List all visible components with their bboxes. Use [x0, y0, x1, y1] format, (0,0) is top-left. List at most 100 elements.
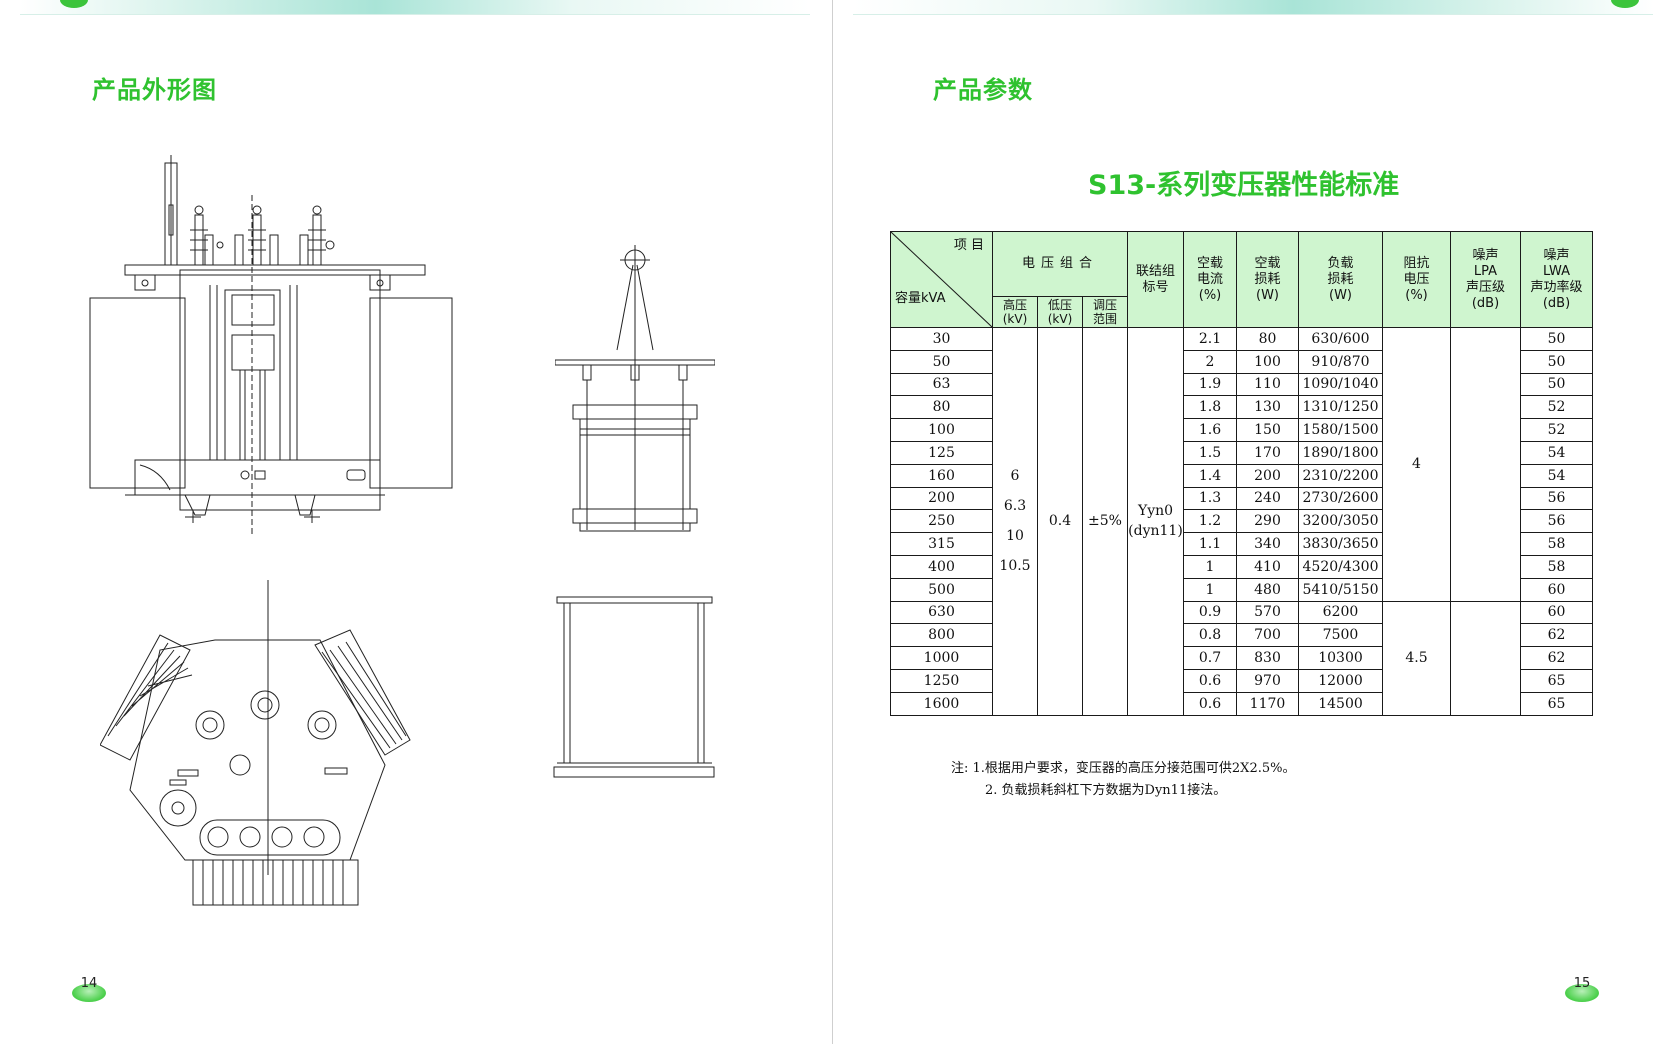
- load-loss-cell: 3200/3050: [1298, 509, 1383, 534]
- transformer-top-view: [100, 580, 411, 906]
- capacity-cell: 630: [890, 600, 993, 625]
- capacity-cell: 500: [890, 577, 993, 602]
- header-hv: 高压 (kV): [992, 296, 1038, 328]
- note-line-1: 注: 1.根据用户要求，变压器的高压分接范围可供2X2.5%。: [951, 761, 1296, 776]
- header-text: 空载: [1254, 255, 1281, 271]
- noload-current-cell: 1.5: [1183, 440, 1237, 465]
- header-text: 电压: [1403, 271, 1430, 287]
- header-noload-current: 空载 电流 (%): [1183, 231, 1237, 328]
- top-decor-bar: [20, 0, 810, 15]
- noload-loss-cell: 700: [1236, 623, 1299, 648]
- noload-current-cell: 1.3: [1183, 486, 1237, 511]
- header-text: (kV): [1047, 312, 1073, 326]
- capacity-cell: 63: [890, 372, 993, 397]
- lwa-cell: 58: [1520, 532, 1593, 556]
- header-text: 高压: [1002, 298, 1027, 312]
- load-loss-cell: 14500: [1298, 691, 1383, 716]
- connection-value: (dyn11): [1128, 523, 1183, 540]
- noload-loss-cell: 830: [1236, 646, 1299, 670]
- transformer-front-view: [89, 155, 453, 535]
- header-text: (W): [1256, 287, 1279, 303]
- header-voltage-combination: 电压组合: [992, 231, 1128, 297]
- header-noload-loss: 空载 损耗 (W): [1236, 231, 1299, 328]
- noload-current-cell: 1.4: [1183, 463, 1237, 488]
- load-loss-cell: 7500: [1298, 623, 1383, 648]
- noload-loss-cell: 240: [1236, 486, 1299, 511]
- header-text: LWA: [1542, 263, 1571, 279]
- header-item-label: 项 目: [953, 238, 984, 253]
- noload-loss-cell: 170: [1236, 440, 1299, 465]
- performance-table: 项 目 容量kVA 电压组合 联结组 标号 空载 电流 (%) 空载 损耗 (W…: [890, 231, 1593, 716]
- load-loss-cell: 3830/3650: [1298, 532, 1383, 556]
- table-title: S13-系列变压器性能标准: [1088, 170, 1400, 201]
- noload-current-cell: 1.8: [1183, 395, 1237, 420]
- lwa-cell: 60: [1520, 600, 1593, 625]
- header-text: (W): [1329, 287, 1352, 303]
- noload-loss-cell: 130: [1236, 395, 1299, 420]
- load-loss-cell: 10300: [1298, 646, 1383, 670]
- capacity-cell: 1000: [890, 646, 993, 670]
- hv-value: 10.5: [999, 558, 1031, 575]
- header-text: 损耗: [1254, 271, 1281, 287]
- noload-loss-cell: 110: [1236, 372, 1299, 397]
- noload-loss-cell: 480: [1236, 577, 1299, 602]
- noload-loss-cell: 410: [1236, 554, 1299, 579]
- noload-loss-cell: 80: [1236, 327, 1299, 351]
- header-text: LPA: [1473, 263, 1498, 279]
- noload-loss-cell: 290: [1236, 509, 1299, 534]
- load-loss-cell: 630/600: [1298, 327, 1383, 351]
- diagonal-header-cell: 项 目 容量kVA: [890, 231, 993, 328]
- header-capacity-label: 容量kVA: [895, 291, 946, 306]
- capacity-cell: 160: [890, 463, 993, 488]
- page-number-left: 14: [72, 976, 106, 1002]
- lwa-cell: 50: [1520, 327, 1593, 351]
- lv-value-cell: 0.4: [1037, 327, 1083, 716]
- load-loss-cell: 2730/2600: [1298, 486, 1383, 511]
- header-text: 调压: [1092, 298, 1117, 312]
- noload-current-cell: 0.7: [1183, 646, 1237, 670]
- header-tap-range: 调压 范围: [1082, 296, 1128, 328]
- noload-current-cell: 0.9: [1183, 600, 1237, 625]
- lwa-cell: 54: [1520, 440, 1593, 465]
- header-text: 范围: [1092, 312, 1117, 326]
- capacity-cell: 800: [890, 623, 993, 648]
- header-connection-line2: 标号: [1142, 279, 1169, 295]
- header-text: 噪声: [1472, 247, 1499, 263]
- page-number-badge: [1565, 984, 1599, 1002]
- connection-value: Yyn0: [1137, 503, 1174, 520]
- corner-dot: [60, 0, 88, 8]
- transformer-core-view: [553, 596, 715, 778]
- section-title-outline: 产品外形图: [92, 76, 217, 104]
- load-loss-cell: 12000: [1298, 668, 1383, 693]
- noload-current-cell: 2.1: [1183, 327, 1237, 351]
- capacity-cell: 100: [890, 418, 993, 442]
- lwa-cell: 52: [1520, 395, 1593, 420]
- impedance-cell: 4.5: [1382, 600, 1451, 716]
- noload-current-cell: 2: [1183, 349, 1237, 374]
- noload-current-cell: 1.2: [1183, 509, 1237, 534]
- noload-current-cell: 1.9: [1183, 372, 1237, 397]
- capacity-cell: 1600: [890, 691, 993, 716]
- lwa-cell: 56: [1520, 509, 1593, 534]
- right-page: 产品参数 S13-系列变压器性能标准 项 目 容量kVA 电压组合 联结组 标号: [833, 0, 1670, 1044]
- header-text: 声功率级: [1530, 279, 1583, 295]
- lwa-cell: 52: [1520, 418, 1593, 442]
- header-noise-lpa: 噪声 LPA 声压级 (dB): [1450, 231, 1521, 328]
- impedance-cell: 4: [1382, 327, 1451, 602]
- hv-value: 10: [1006, 528, 1024, 545]
- load-loss-cell: 1580/1500: [1298, 418, 1383, 442]
- header-text: 阻抗: [1403, 255, 1430, 271]
- header-load-loss: 负载 损耗 (W): [1298, 231, 1383, 328]
- page-number-text: 15: [1573, 976, 1591, 991]
